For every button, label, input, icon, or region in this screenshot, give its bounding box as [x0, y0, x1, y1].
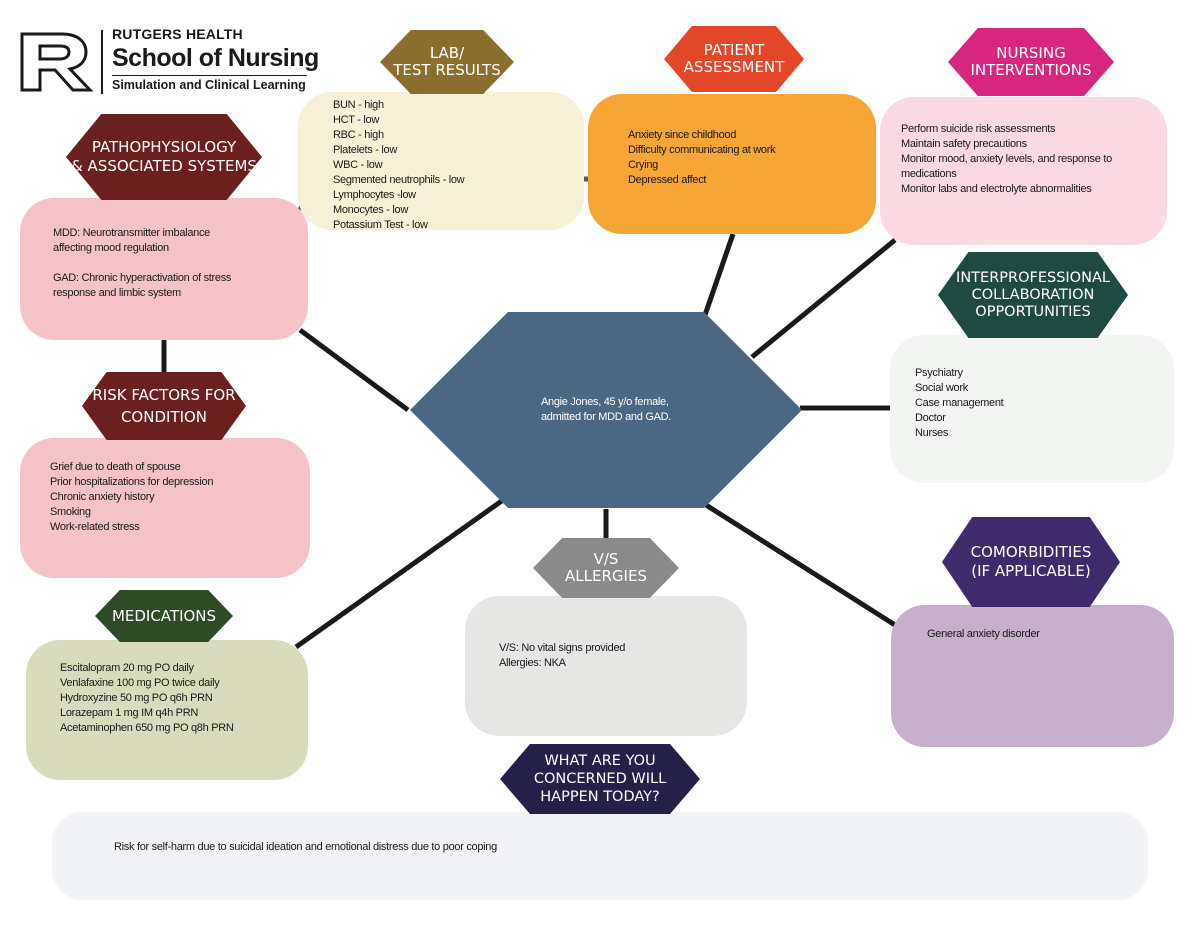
connector-meds [294, 497, 505, 650]
connector-patho [298, 327, 410, 413]
interprofessional-box [890, 335, 1174, 483]
lab-results-heading: LAB/TEST RESULTS [380, 30, 514, 94]
comorbidities-heading: COMORBIDITIES(IF APPLICABLE) [942, 517, 1120, 607]
logo-rule [112, 75, 307, 76]
logo-simulation: Simulation and Clinical Learning [112, 78, 306, 92]
pathophysiology-box [20, 198, 308, 340]
logo-rutgers-health: RUTGERS HEALTH [112, 26, 243, 42]
patient-assessment-box [588, 94, 876, 234]
nursing-interventions-box [880, 97, 1167, 245]
comorbidities-box [891, 605, 1174, 747]
medications-box [26, 640, 308, 780]
connector-comorb [704, 502, 897, 628]
pathophysiology-heading: PATHOPHYSIOLOGY& ASSOCIATED SYSTEMS [66, 114, 262, 200]
logo-school-of-nursing: School of Nursing [112, 44, 319, 72]
connector-nursing [750, 238, 897, 359]
connector-patient [702, 233, 736, 316]
vs-allergies-box [465, 596, 747, 736]
risk-factors-box [20, 438, 310, 578]
comorbidities-text: General anxiety disorder [927, 628, 1040, 640]
rutgers-r-logo-icon [20, 32, 94, 92]
logo-divider [101, 30, 103, 94]
concern-text: Risk for self-harm due to suicidal ideat… [114, 841, 497, 853]
concern-box [52, 812, 1148, 900]
lab-results-box [298, 92, 584, 230]
medications-heading: MEDICATIONS [95, 590, 233, 642]
